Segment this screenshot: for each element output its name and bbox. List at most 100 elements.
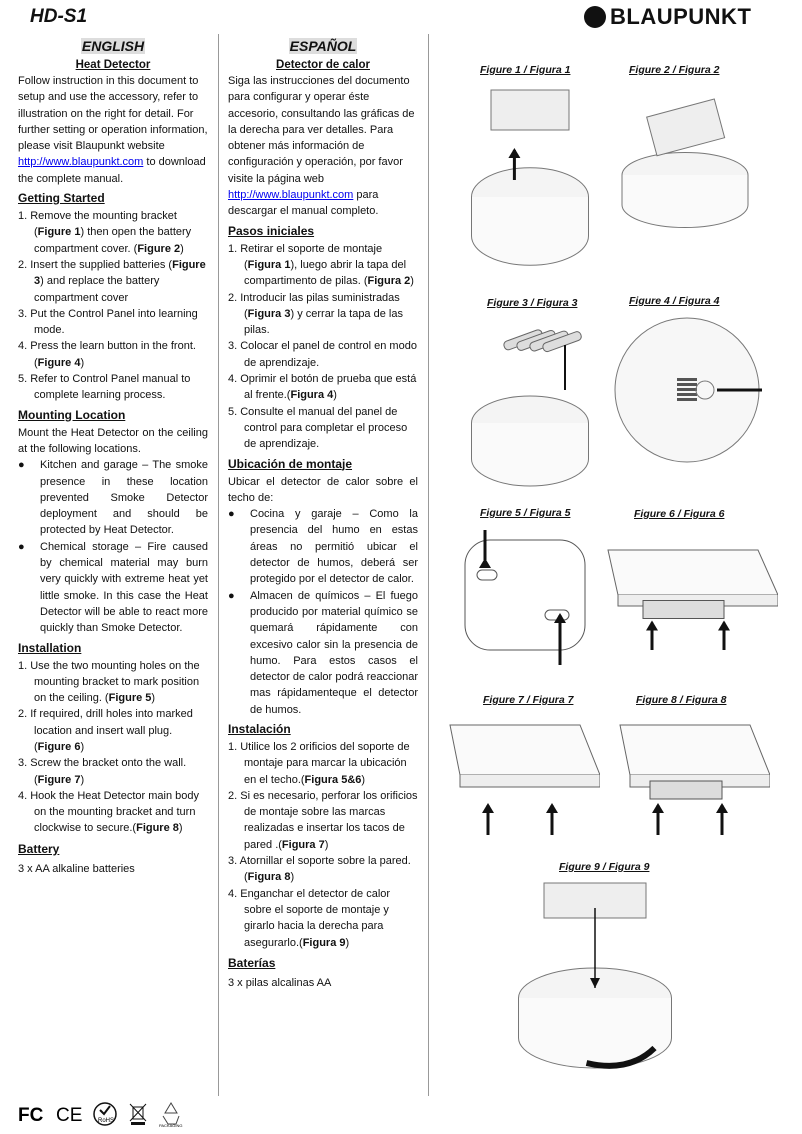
figure-reference: Figura 4 bbox=[290, 389, 334, 402]
list-item: 4. Oprimir el botón de prueba que está a… bbox=[228, 371, 418, 404]
text-segment: ) bbox=[324, 838, 329, 851]
text-segment: 5. Consulte el manual del panel de contr… bbox=[228, 405, 408, 451]
figure-caption: Figure 7 / Figura 7 bbox=[483, 694, 574, 706]
language-heading: ENGLISH bbox=[80, 38, 146, 54]
figure-5-illustration bbox=[464, 530, 586, 665]
text-segment: 4. Enganchar el detector de calor sobre … bbox=[228, 887, 391, 949]
figure-caption: Figure 2 / Figura 2 bbox=[629, 64, 720, 76]
list-item: 1. Use the two mounting holes on the mou… bbox=[18, 658, 208, 707]
list-item: 2. Introducir las pilas suministradas (F… bbox=[228, 290, 418, 339]
figure-reference: Figura 8 bbox=[247, 871, 291, 884]
text-segment: ) bbox=[345, 936, 350, 949]
figure-caption: Figure 6 / Figura 6 bbox=[634, 508, 725, 520]
bullet-item: ●Cocina y garaje – Como la presencia del… bbox=[228, 508, 418, 586]
battery-text: 3 x pilas alcalinas AA bbox=[228, 976, 332, 989]
figure-8-illustration bbox=[619, 724, 770, 835]
text-segment: ) then open the battery compartment cove… bbox=[34, 226, 192, 255]
svg-text:RoHS: RoHS bbox=[98, 1118, 114, 1124]
figure-reference: Figura 1 bbox=[247, 258, 291, 271]
model-name: HD-S1 bbox=[30, 6, 88, 27]
figure-reference: Figura 7 bbox=[281, 838, 325, 851]
text-segment: 2. If required, drill holes into marked … bbox=[18, 708, 193, 753]
figure-caption: Figure 8 / Figura 8 bbox=[636, 694, 727, 706]
list-item: 3. Atornillar el soporte sobre la pared.… bbox=[228, 853, 418, 886]
list-item: 1. Retirar el soporte de montaje (Figura… bbox=[228, 241, 418, 290]
figure-caption: Figure 4 / Figura 4 bbox=[629, 295, 720, 307]
text-segment: 1. Remove the mounting bracket ( bbox=[18, 210, 177, 239]
column-divider bbox=[218, 34, 219, 1096]
fcc-icon: FC bbox=[18, 1105, 44, 1124]
text-segment: 1. Retirar el soporte de montaje ( bbox=[228, 242, 383, 271]
bullet-icon: ● bbox=[228, 508, 235, 521]
bullet-icon: ● bbox=[228, 589, 235, 602]
text-segment: ) bbox=[180, 242, 184, 255]
mounting-text: Mount the Heat Detector on the ceiling a… bbox=[18, 426, 208, 455]
figure-reference: Figure 6 bbox=[37, 740, 81, 753]
document-title: Heat Detector bbox=[75, 59, 151, 71]
text-segment: ) bbox=[333, 389, 337, 402]
text-segment: ) bbox=[80, 773, 85, 786]
figure-reference: Figure 2 bbox=[137, 242, 181, 255]
svg-text:PACKAGING: PACKAGING bbox=[159, 1123, 183, 1128]
text-segment: 4. Press the learn button in the front. … bbox=[18, 340, 196, 369]
location-bullets: ●Cocina y garaje – Como la presencia del… bbox=[228, 506, 418, 718]
figure-9-illustration bbox=[518, 882, 672, 1069]
column-divider bbox=[428, 34, 429, 1096]
list-item: 4. Press the learn button in the front. … bbox=[18, 338, 208, 371]
getting-started-list: 1. Retirar el soporte de montaje (Figura… bbox=[228, 241, 418, 453]
rohs-icon: RoHS bbox=[93, 1102, 117, 1126]
list-item: 4. Enganchar el detector de calor sobre … bbox=[228, 886, 418, 951]
figure-4-illustration bbox=[614, 317, 762, 463]
english-column: ENGLISH Heat Detector Follow instruction… bbox=[18, 36, 208, 877]
bullet-item: ●Chemical storage – Fire caused by chemi… bbox=[18, 540, 208, 635]
figure-reference: Figure 3 bbox=[34, 258, 206, 288]
svg-text:FC: FC bbox=[18, 1105, 44, 1124]
mounting-location-heading: Ubicación de montaje bbox=[228, 456, 353, 471]
intro-paragraph: Follow instruction in this document to s… bbox=[18, 75, 208, 185]
mounting-text: Ubicar el detector de calor sobre el tec… bbox=[228, 475, 418, 504]
installation-list: 1. Utilice los 2 orificios del soporte d… bbox=[228, 739, 418, 951]
figure-reference: Figure 1 bbox=[37, 226, 81, 239]
list-item: 4. Hook the Heat Detector main body on t… bbox=[18, 788, 208, 837]
battery-heading: Battery bbox=[18, 841, 60, 856]
text-segment: ) bbox=[361, 773, 366, 786]
text-segment: ) bbox=[80, 740, 85, 753]
text-segment: 2. Si es necesario, perforar los orifici… bbox=[228, 789, 418, 851]
text-segment: 5. Refer to Control Panel manual to comp… bbox=[18, 373, 191, 402]
figure-reference: Figure 5 bbox=[108, 692, 152, 705]
list-item: 2. If required, drill holes into marked … bbox=[18, 706, 208, 755]
text-segment: ) bbox=[178, 822, 183, 835]
installation-list: 1. Use the two mounting holes on the mou… bbox=[18, 658, 208, 837]
figure-reference: Figure 8 bbox=[136, 822, 179, 835]
figure-caption: Figure 1 / Figura 1 bbox=[480, 64, 571, 76]
text-segment: 3. Screw the bracket onto the wall. ( bbox=[18, 757, 187, 786]
bullet-icon: ● bbox=[18, 459, 25, 472]
text-segment: ), luego abrir la tapa del compartimento… bbox=[244, 258, 407, 288]
text-segment: 4. Oprimir el botón de prueba que está a… bbox=[228, 373, 417, 402]
brand-name: BLAUPUNKT bbox=[610, 3, 752, 29]
installation-heading: Instalación bbox=[228, 721, 291, 736]
text-segment: 2. Introducir las pilas suministradas ( bbox=[228, 291, 400, 320]
spanish-column: ESPAÑOL Detector de calor Siga las instr… bbox=[228, 36, 418, 991]
language-heading: ESPAÑOL bbox=[288, 38, 358, 54]
document-title: Detector de calor bbox=[276, 59, 370, 71]
text-segment: ) bbox=[410, 275, 414, 288]
figure-reference: Figura 2 bbox=[367, 275, 411, 288]
text-segment: 2. Insert the supplied batteries ( bbox=[18, 258, 173, 271]
text-segment: ) y cerrar la tapa de las pilas. bbox=[244, 307, 403, 337]
list-item: 3. Colocar el panel de control en modo d… bbox=[228, 338, 418, 371]
text-segment: 1. Utilice los 2 orificios del soporte d… bbox=[228, 740, 410, 786]
getting-started-heading: Getting Started bbox=[18, 191, 105, 206]
website-link[interactable]: http://www.blaupunkt.com bbox=[228, 189, 354, 202]
weee-bin-icon bbox=[129, 1103, 147, 1125]
figure-1-illustration bbox=[471, 89, 589, 266]
certification-logos: FC CE RoHS PACKAGING bbox=[18, 1100, 184, 1128]
website-link[interactable]: http://www.blaupunkt.com bbox=[18, 156, 144, 169]
text-segment: ) and replace the battery compartment co… bbox=[34, 275, 160, 304]
text-segment: 3. Colocar el panel de control en modo d… bbox=[228, 340, 417, 369]
ce-icon: CE bbox=[56, 1105, 82, 1124]
figure-reference: Figura 5&6 bbox=[304, 773, 362, 786]
list-item: 3. Screw the bracket onto the wall. (Fig… bbox=[18, 755, 208, 788]
intro-paragraph: Siga las instrucciones del documento par… bbox=[228, 75, 415, 218]
list-item: 1. Utilice los 2 orificios del soporte d… bbox=[228, 739, 418, 788]
